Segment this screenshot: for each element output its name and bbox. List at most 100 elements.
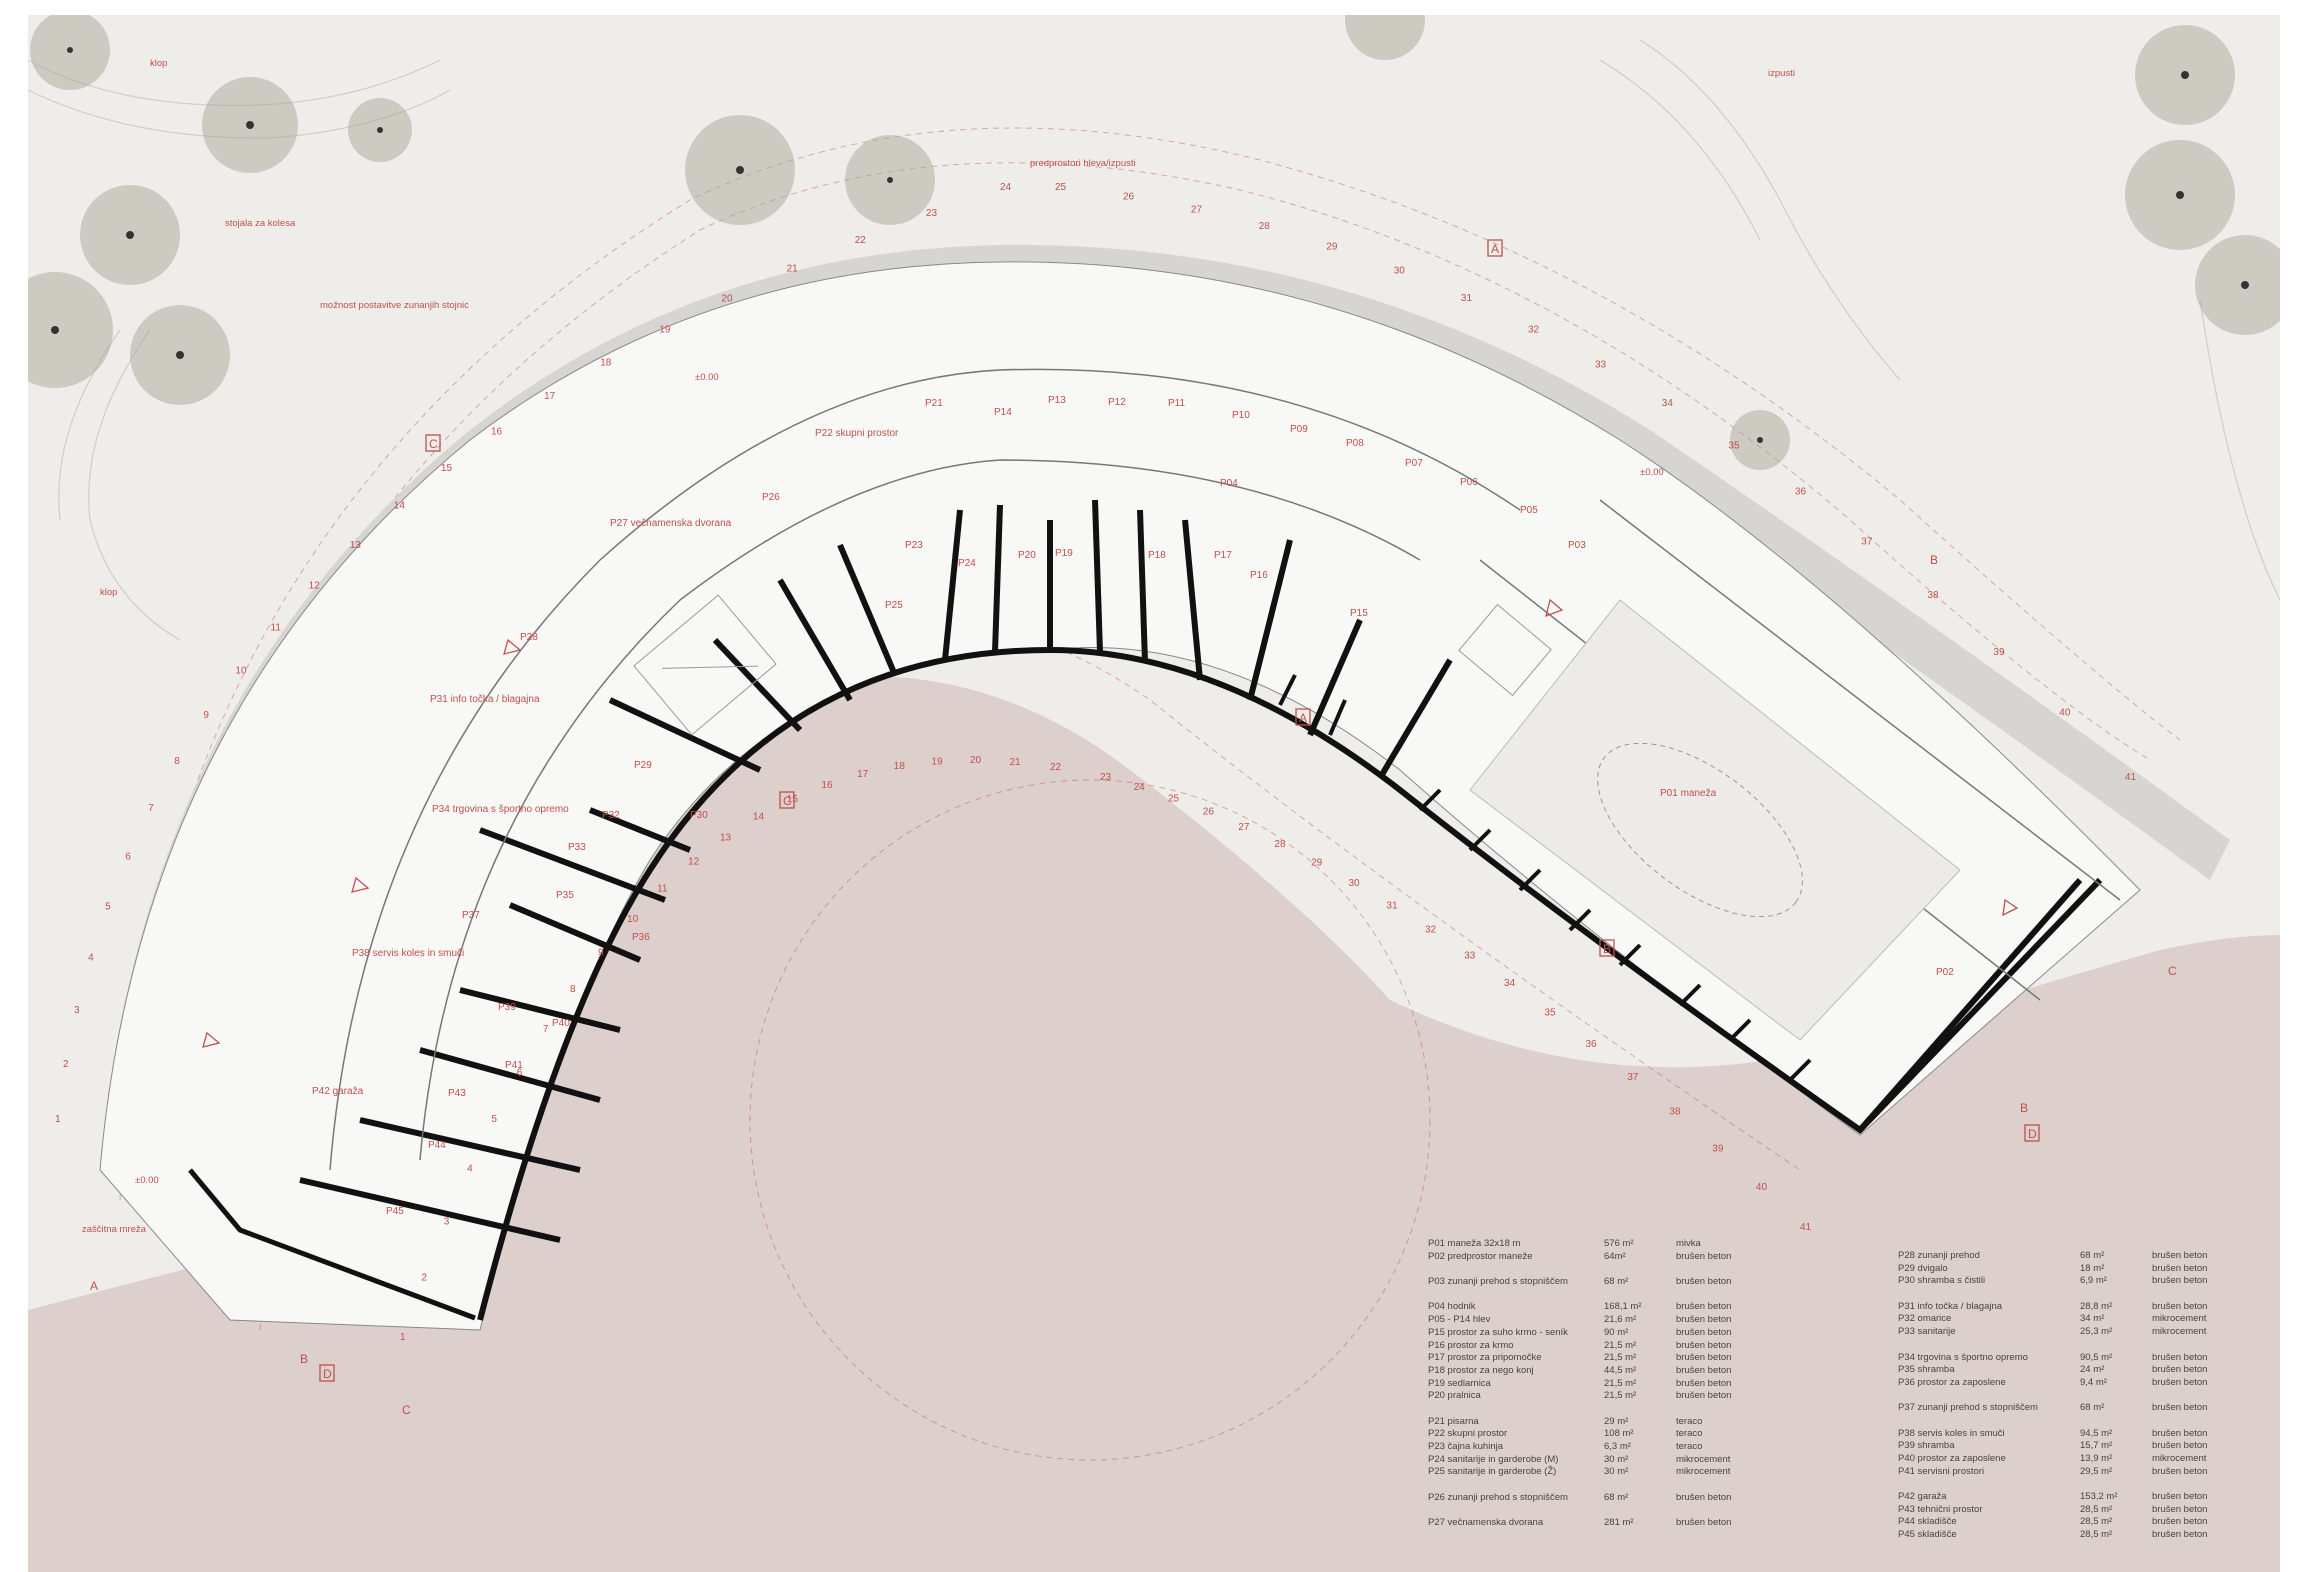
legend-material: brušen beton [2152,1300,2208,1312]
legend-name: P32 omarice [1898,1313,1952,1325]
legend-name: P05 - P14 hlev [1428,1314,1491,1326]
legend-name: P34 trgovina s športno opremo [1898,1351,2028,1363]
section-b-top: B [1930,553,1938,567]
room-p38: P38 servis koles in smuči [352,948,464,959]
grid-number: 12 [688,856,700,867]
legend-name: P20 pralnica [1428,1390,1481,1402]
legend-area: 94,5 m² [2080,1427,2113,1439]
room-p37: P37 [462,910,480,921]
grid-number: 24 [1134,782,1146,793]
legend-name: P31 info točka / blagajna [1898,1300,2003,1312]
legend-name: P36 prostor za zaposlene [1898,1376,2006,1388]
grid-number: 38 [1669,1107,1681,1118]
room-p10: P10 [1232,410,1250,421]
legend-area: 21,5 m² [1604,1377,1637,1389]
room-p19: P19 [1055,548,1073,559]
legend-area: 29 m² [1604,1415,1629,1427]
legend-area: 21,5 m² [1604,1339,1637,1351]
room-p23: P23 [905,540,923,551]
legend-material: brušen beton [2152,1465,2208,1477]
legend-gap [1898,1339,2232,1352]
room-p34: P34 trgovina s športno opremo [432,804,569,815]
legend-name: P03 zunanji prehod s stopniščem [1428,1276,1568,1288]
legend-area: 281 m² [1604,1517,1634,1529]
legend-material: brušen beton [1676,1301,1732,1313]
legend-area: 68 m² [2080,1250,2105,1261]
legend-material: brušen beton [2152,1491,2208,1503]
grid-number: 1 [55,1114,61,1125]
room-p21: P21 [925,398,943,409]
legend-area: 18 m² [2080,1262,2105,1274]
legend-material: brušen beton [2152,1529,2208,1541]
room-p11: P11 [1168,398,1185,409]
grid-number: 5 [105,901,111,912]
grid-number: 37 [1861,536,1873,547]
grid-number: 13 [720,832,732,843]
room-p09: P09 [1290,424,1308,435]
grid-number: 13 [350,540,362,551]
legend-name: P23 čajna kuhinja [1428,1441,1503,1452]
legend-area: 15,7 m² [2080,1440,2113,1452]
grid-number: 4 [88,953,94,964]
legend-material: brušen beton [2152,1503,2208,1515]
legend-name: P19 sedlarnica [1428,1377,1491,1389]
legend-gap [1428,1479,1756,1492]
legend-gap [1428,1403,1756,1416]
legend-name: P37 zunanji prehod s stopniščem [1898,1402,2038,1414]
legend-area: 28,5 m² [2080,1529,2113,1541]
grid-number: 25 [1168,793,1180,804]
room-p32: P32 [602,810,620,821]
section-a-left: A [90,1279,98,1293]
grid-number: 3 [444,1217,450,1228]
legend-area: 64m² [1604,1250,1626,1262]
legend-material: brušen beton [2152,1250,2208,1261]
room-p45: P45 [386,1206,404,1217]
room-p17: P17 [1214,550,1232,561]
legend-name: P21 pisarna [1428,1415,1479,1427]
legend-name: P30 shramba s čistili [1898,1275,1986,1287]
grid-number: 19 [659,325,671,336]
label-predprostori: predprostori hleva/izpusti [1030,158,1136,169]
section-c-mid: C [783,794,792,808]
outer-wall [188,1168,476,1321]
legend-area: 21,6 m² [1604,1314,1637,1326]
legend-gap [1428,1289,1756,1302]
grid-number: 31 [1461,293,1473,304]
room-p25: P25 [885,600,903,611]
legend-area: 90 m² [1604,1326,1629,1338]
legend-gap [1898,1288,2232,1301]
grid-number: 20 [721,294,733,305]
legend-material: mikrocement [1676,1466,1731,1478]
legend-name: P41 servisni prostori [1898,1465,1985,1477]
room-p41: P41 [505,1060,523,1071]
room-p24: P24 [958,558,976,569]
grid-number: 8 [174,756,180,767]
grid-number: 33 [1464,950,1476,961]
section-b-right: B [2020,1101,2028,1115]
room-p04: P04 [1220,478,1238,489]
legend-gap [1898,1478,2232,1491]
label-level-2: ±0.00 [1640,467,1664,478]
legend-gap [1898,1415,2232,1428]
legend-area: 13,9 m² [2080,1453,2113,1464]
